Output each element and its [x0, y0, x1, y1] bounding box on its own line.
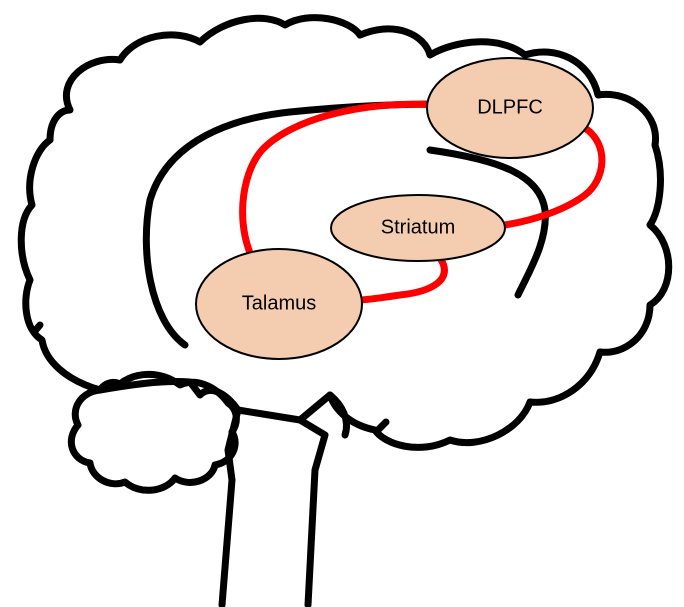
thalamus-label: Talamus — [242, 292, 316, 314]
node-thalamus: Talamus — [195, 248, 363, 360]
striatum-ellipse — [330, 194, 506, 262]
circuit-dlpfc-striatum — [501, 124, 606, 229]
brainstem-outline — [218, 406, 242, 607]
pons-bulge — [326, 391, 350, 439]
brain-outline — [17, 14, 673, 451]
dlpfc-ellipse — [426, 57, 594, 159]
frontal-notch — [30, 321, 44, 336]
corpus-callosum-inner — [426, 146, 549, 299]
striatum-label: Striatum — [381, 216, 455, 238]
circuit-striatum-thalamus — [353, 254, 448, 304]
node-dlpfc: DLPFC — [426, 57, 594, 159]
node-striatum: Striatum — [330, 194, 506, 262]
cerebellum-outline — [67, 370, 240, 494]
brainstem-outline-right — [296, 416, 329, 607]
thalamus-ellipse — [195, 248, 363, 360]
lower-notch — [374, 418, 390, 434]
circuit-dlpfc-thalamus — [239, 100, 444, 269]
dlpfc-label: DLPFC — [477, 96, 543, 118]
